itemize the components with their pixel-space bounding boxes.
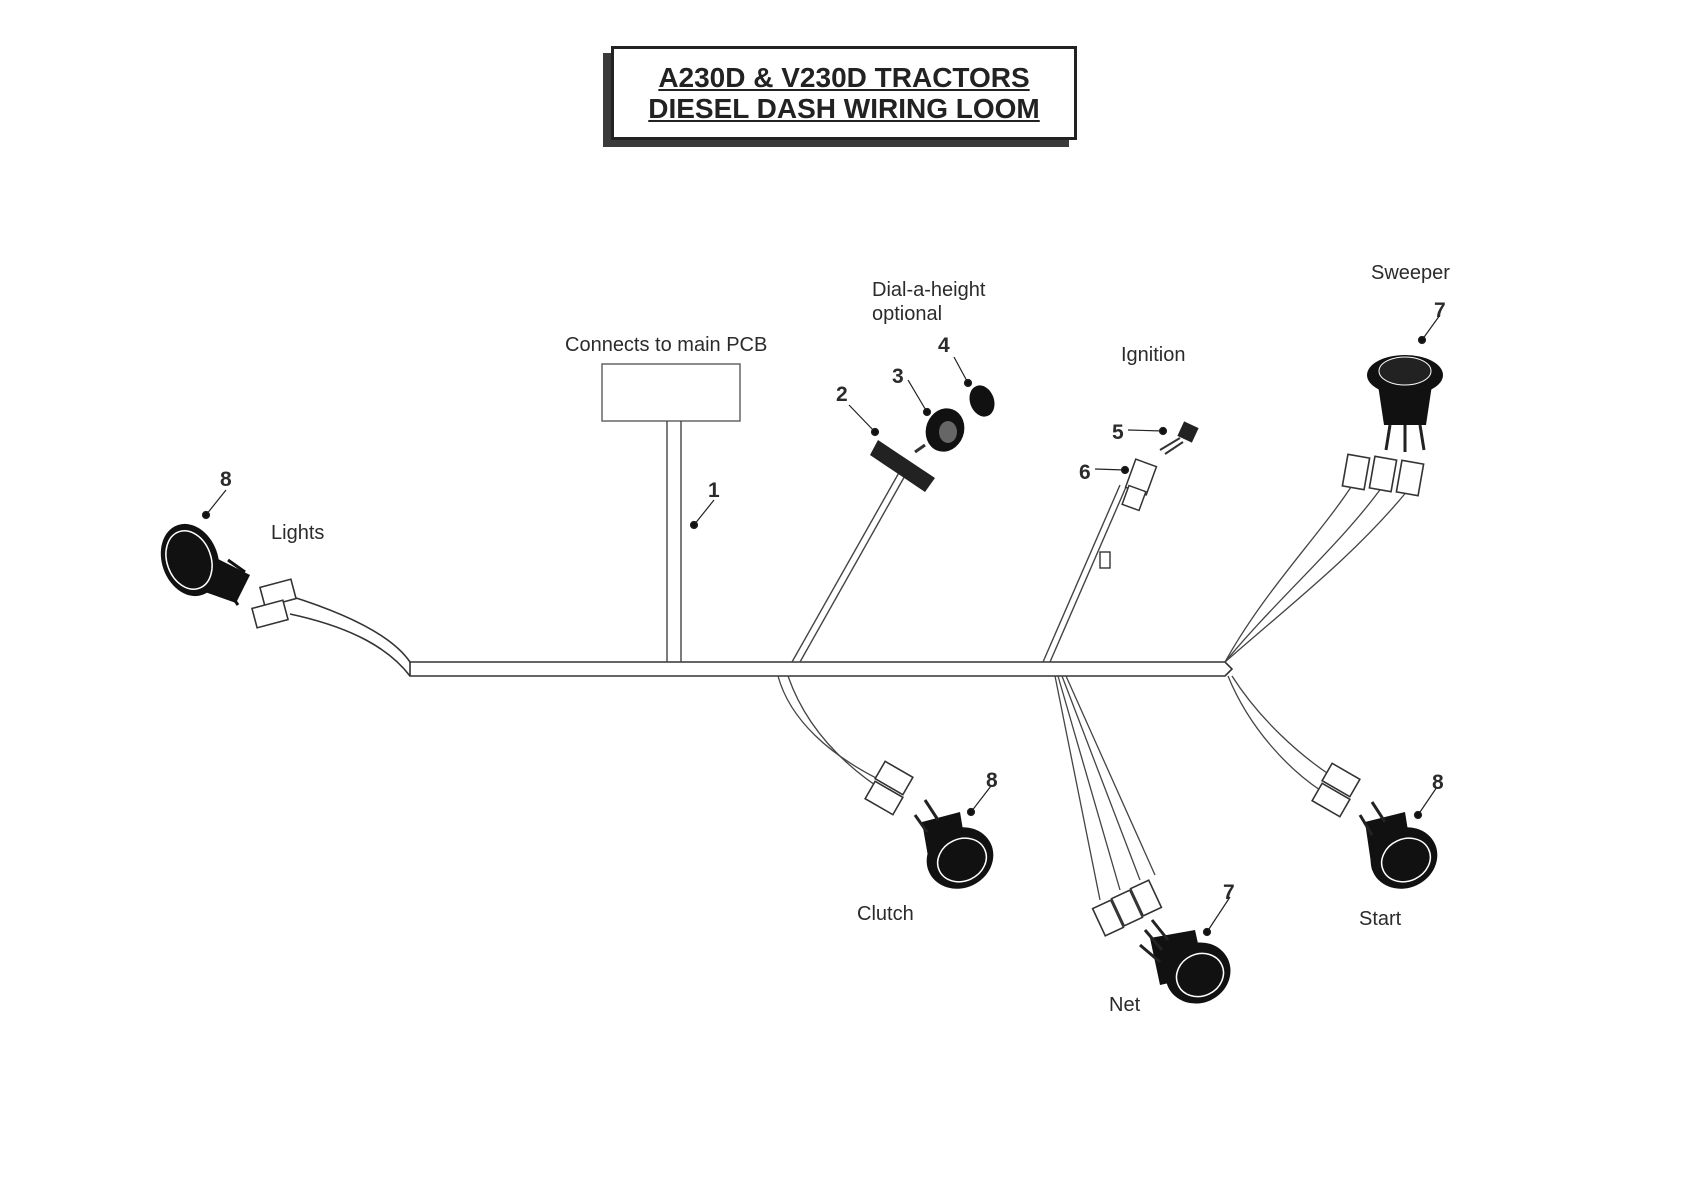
title-box: A230D & V230D TRACTORS DIESEL DASH WIRIN… <box>611 46 1077 140</box>
ignition-wire <box>1042 484 1127 663</box>
clutch-switch <box>913 799 994 889</box>
label-dial-line2: optional <box>872 303 942 325</box>
clutch-connectors <box>864 760 914 816</box>
title-line-1: A230D & V230D TRACTORS <box>658 62 1030 93</box>
callout-6: 6 <box>1079 461 1091 484</box>
callout-8-clutch: 8 <box>986 769 998 792</box>
label-net: Net <box>1109 994 1141 1016</box>
net-switch <box>1139 919 1231 1004</box>
net-connectors <box>1091 879 1163 937</box>
label-clutch: Clutch <box>857 903 914 925</box>
label-sweeper: Sweeper <box>1371 262 1450 284</box>
callout-7-net: 7 <box>1223 881 1235 904</box>
callout-4: 4 <box>938 334 950 357</box>
ignition-switch <box>1121 458 1158 512</box>
ignition-key <box>1159 421 1199 455</box>
dial-plate <box>870 440 935 492</box>
title-line-2: DIESEL DASH WIRING LOOM <box>648 93 1040 124</box>
callout-5: 5 <box>1112 421 1124 444</box>
callout-3: 3 <box>892 365 904 388</box>
label-pcb: Connects to main PCB <box>565 334 767 356</box>
start-wires <box>1227 675 1331 791</box>
pcb-connector <box>601 363 741 662</box>
start-connectors <box>1311 762 1361 818</box>
sweeper-switch <box>1367 355 1443 452</box>
callout-8-start: 8 <box>1432 771 1444 794</box>
net-wires <box>1054 675 1156 901</box>
start-switch <box>1358 801 1438 889</box>
dial-cap <box>969 385 995 417</box>
dial-a-height-wire <box>791 461 912 663</box>
label-start: Start <box>1359 908 1402 930</box>
label-dial-line1: Dial-a-height <box>872 279 986 301</box>
lights-switch <box>160 523 250 606</box>
label-ignition: Ignition <box>1121 344 1186 366</box>
dial-knob <box>914 408 965 454</box>
sweeper-connectors <box>1341 453 1425 497</box>
main-loom-trunk <box>289 595 1234 677</box>
callout-7-sweeper: 7 <box>1434 299 1446 322</box>
label-lights: Lights <box>271 522 324 544</box>
sweeper-wires <box>1224 483 1409 663</box>
leader-lines <box>201 314 1441 937</box>
lights-connectors <box>250 578 298 629</box>
callout-2: 2 <box>836 383 848 406</box>
callout-8-lights: 8 <box>220 468 232 491</box>
callout-1: 1 <box>708 479 720 502</box>
